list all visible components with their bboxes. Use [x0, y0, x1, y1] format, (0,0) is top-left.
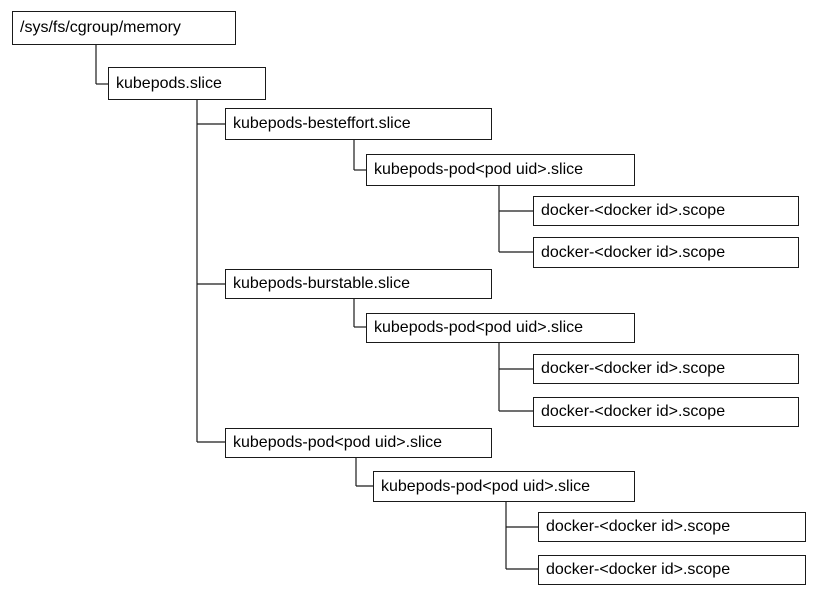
node-label: kubepods-burstable.slice: [233, 275, 410, 292]
node-besteffort-scope-2: docker-<docker id>.scope: [533, 237, 799, 268]
node-label: docker-<docker id>.scope: [541, 243, 726, 261]
node-besteffort-scope-1: docker-<docker id>.scope: [533, 196, 799, 226]
node-guaranteed-child-pod-slice: kubepods-pod<pod uid>.slice: [373, 471, 635, 502]
node-besteffort-pod-slice: kubepods-pod<pod uid>.slice: [366, 154, 635, 186]
node-guaranteed-pod-slice: kubepods-pod<pod uid>.slice: [225, 428, 492, 458]
node-besteffort-slice: kubepods-besteffort.slice: [225, 108, 492, 140]
node-label: /sys/fs/cgroup/memory: [20, 19, 181, 36]
node-label: kubepods-besteffort.slice: [233, 115, 411, 132]
node-burstable-scope-2: docker-<docker id>.scope: [533, 397, 799, 427]
node-label: docker-<docker id>.scope: [541, 360, 726, 377]
node-label: kubepods-pod<pod uid>.slice: [374, 319, 584, 336]
node-label: kubepods.slice: [116, 74, 222, 92]
node-guaranteed-scope-1: docker-<docker id>.scope: [538, 512, 806, 542]
node-label: docker-<docker id>.scope: [541, 202, 726, 219]
node-label: kubepods-pod<pod uid>.slice: [233, 434, 443, 451]
node-label: kubepods-pod<pod uid>.slice: [374, 161, 584, 178]
node-guaranteed-scope-2: docker-<docker id>.scope: [538, 555, 806, 585]
node-label: docker-<docker id>.scope: [546, 518, 731, 535]
node-kubepods-slice: kubepods.slice: [108, 67, 266, 100]
node-label: docker-<docker id>.scope: [546, 561, 731, 578]
node-label: kubepods-pod<pod uid>.slice: [381, 477, 591, 495]
node-burstable-scope-1: docker-<docker id>.scope: [533, 354, 799, 384]
node-label: docker-<docker id>.scope: [541, 403, 726, 420]
node-burstable-pod-slice: kubepods-pod<pod uid>.slice: [366, 313, 635, 343]
node-root-memory: /sys/fs/cgroup/memory: [12, 11, 236, 45]
node-burstable-slice: kubepods-burstable.slice: [225, 269, 492, 299]
